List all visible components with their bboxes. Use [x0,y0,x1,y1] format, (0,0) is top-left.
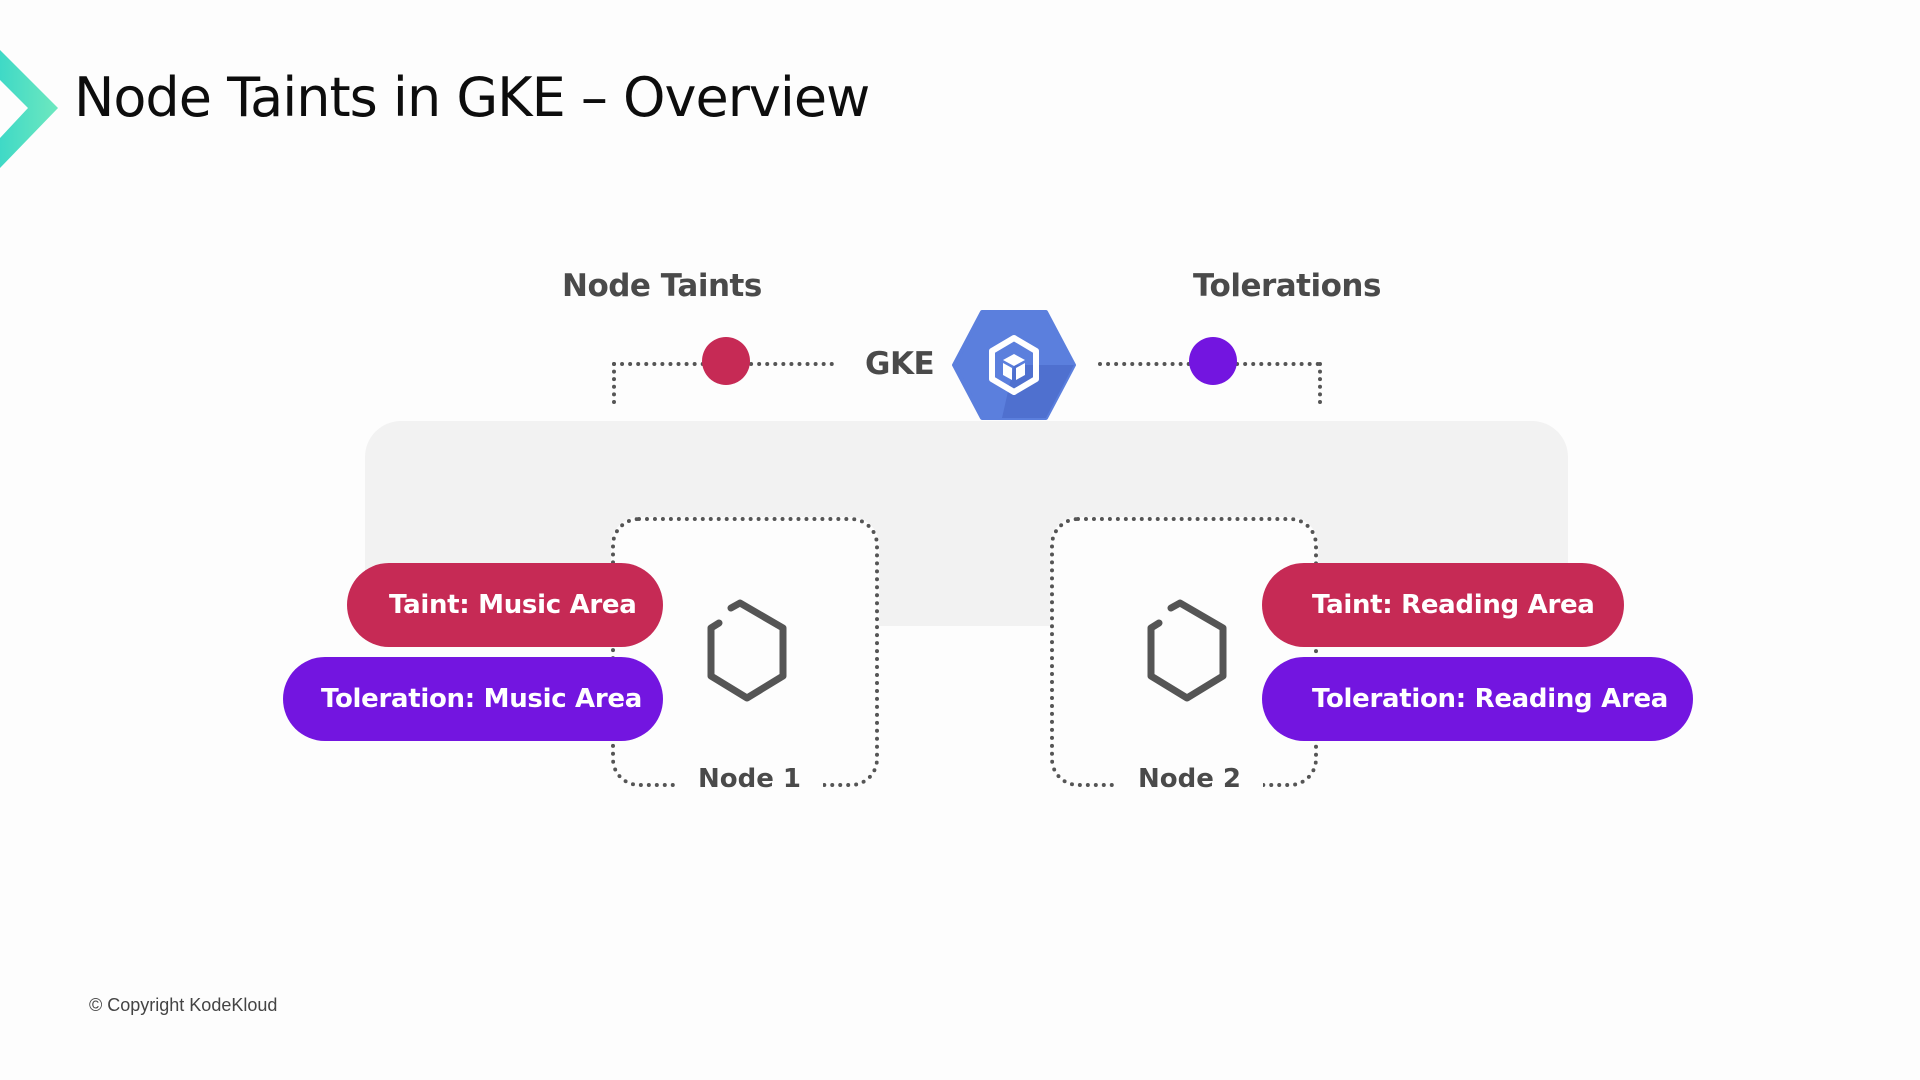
left-connector-vertical [612,362,616,404]
toleration-pill-node-1[interactable]: Toleration: Music Area [283,657,663,741]
node-1-hexagon-icon [707,599,787,702]
node-taints-heading: Node Taints [562,268,762,304]
node-2-hexagon-icon [1147,599,1227,702]
tolerations-heading: Tolerations [1193,268,1381,304]
node-2-label: Node 2 [1116,764,1264,794]
toleration-pill-node-2[interactable]: Toleration: Reading Area [1262,657,1693,741]
node-1-label: Node 1 [676,764,824,794]
taint-pill-node-2[interactable]: Taint: Reading Area [1262,563,1624,647]
gke-hexagon-cube-icon [952,310,1076,420]
toleration-marker-dot [1189,337,1237,385]
slide-title: Node Taints in GKE – Overview [74,66,870,129]
gke-label: GKE [865,346,935,382]
brand-chevron-logo [0,50,58,168]
copyright-text: © Copyright KodeKloud [89,995,278,1015]
taint-marker-dot [702,337,750,385]
taint-pill-node-1[interactable]: Taint: Music Area [347,563,663,647]
right-connector-vertical [1318,362,1322,404]
